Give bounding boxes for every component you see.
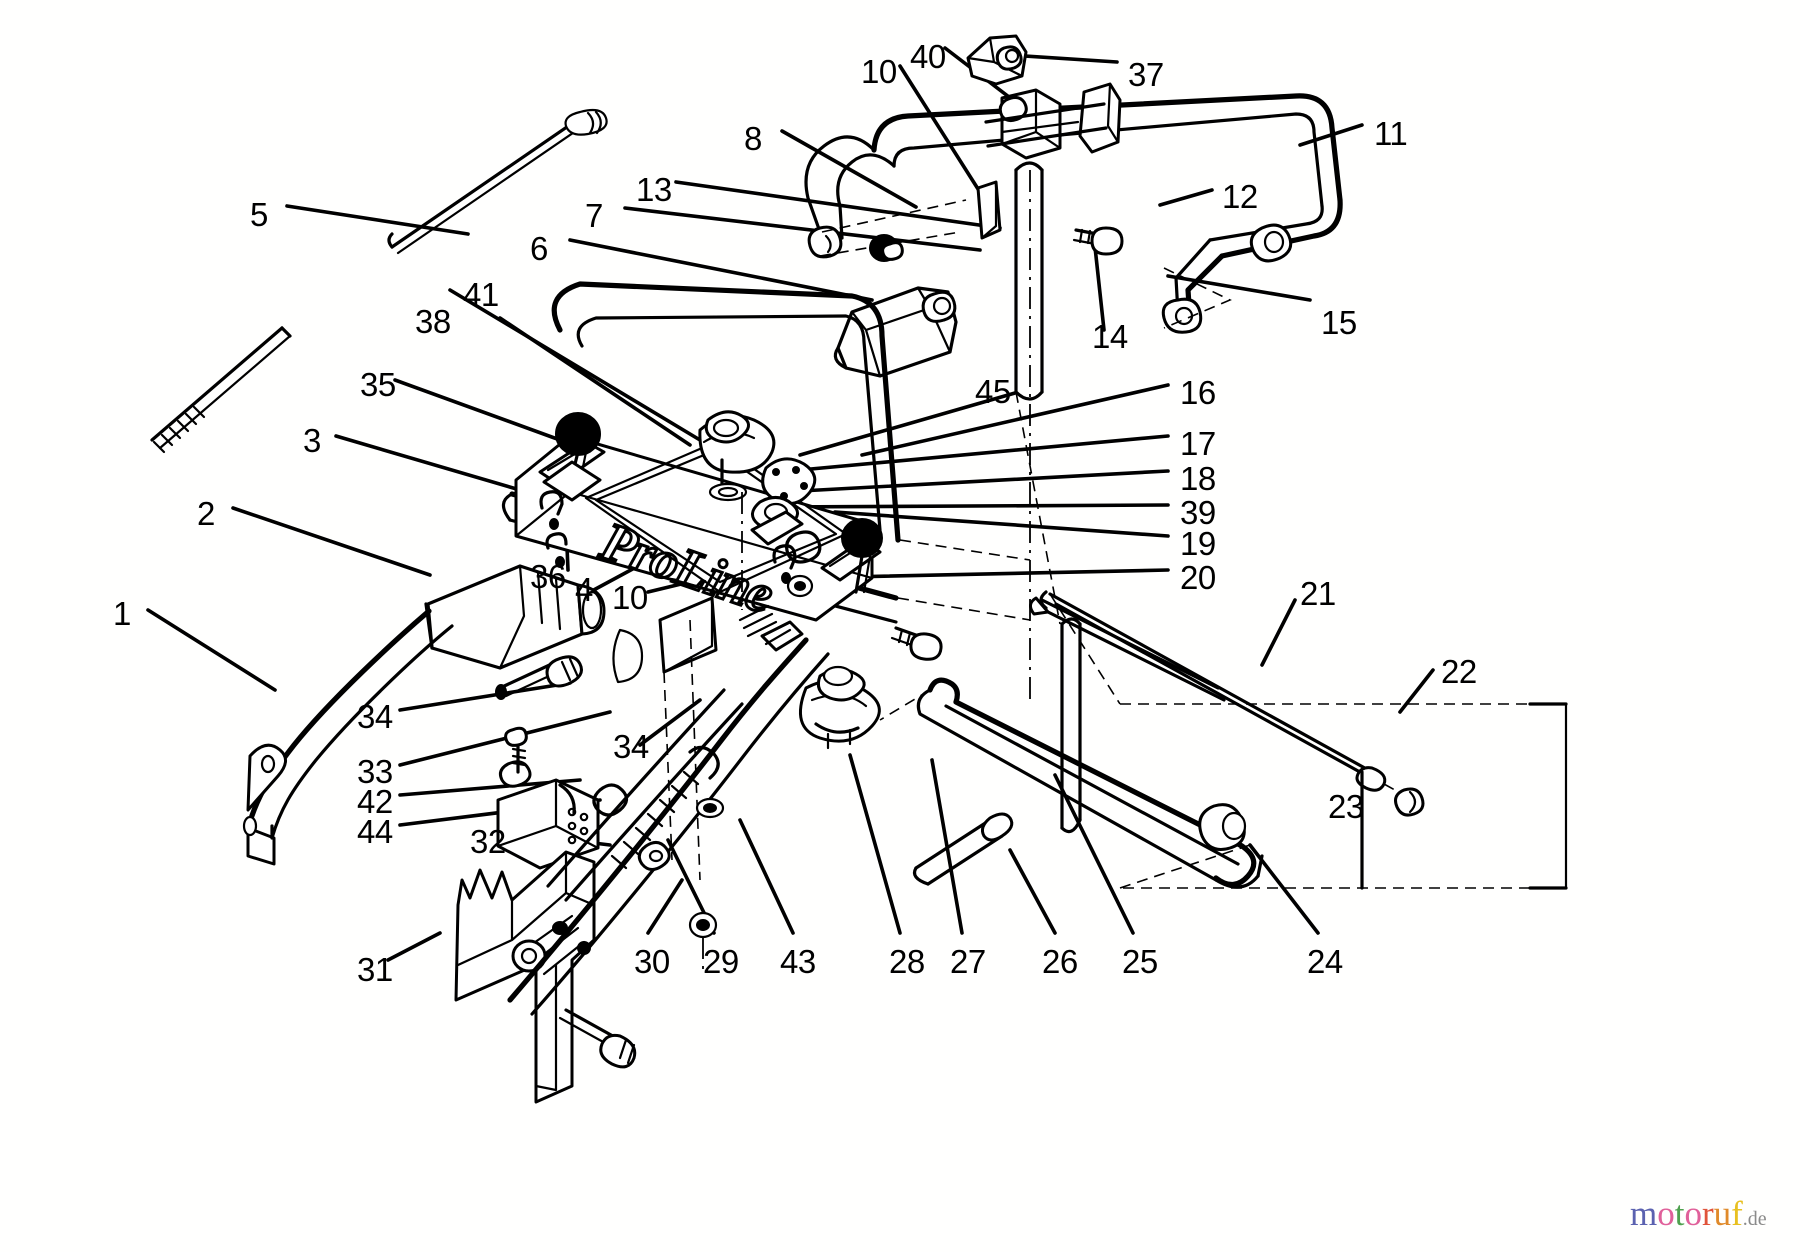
callout-34-left: 34	[357, 698, 393, 735]
part-33-bolt	[495, 655, 583, 700]
callout-32: 32	[470, 823, 506, 860]
callout-37: 37	[1128, 56, 1164, 93]
callout-10-top: 10	[861, 53, 897, 90]
part-6-7-channel-bracket	[833, 286, 958, 378]
callout-33: 33	[357, 753, 393, 790]
callout-7: 7	[585, 197, 603, 234]
callout-42: 42	[357, 783, 393, 820]
watermark-letter-1: o	[1657, 1194, 1675, 1233]
leader-lines	[146, 46, 1435, 962]
callout-14: 14	[1092, 318, 1128, 355]
callout-36: 36	[530, 558, 566, 595]
callout-25: 25	[1122, 943, 1158, 980]
part-43-ribbed-tube	[546, 688, 744, 902]
callout-17: 17	[1180, 425, 1216, 462]
callout-28: 28	[889, 943, 925, 980]
part-24-25-bail-handle	[916, 677, 1264, 889]
part-26-curved-tube	[912, 812, 1014, 886]
callout-21: 21	[1300, 575, 1336, 612]
callout-20: 20	[1180, 559, 1216, 596]
watermark-letter-4: r	[1701, 1194, 1714, 1233]
callout-35: 35	[360, 366, 396, 403]
part-5-rod	[387, 108, 608, 255]
callout-15: 15	[1321, 304, 1357, 341]
part-19-vertical-rod	[1060, 617, 1082, 834]
part-11-12-15-upper-bail	[871, 93, 1343, 334]
callout-43: 43	[780, 943, 816, 980]
part-34-35-handle-grip	[424, 564, 644, 684]
callout-18: 18	[1180, 460, 1216, 497]
part-39-10-bolt	[786, 574, 943, 661]
part-30-bolt	[558, 1008, 637, 1069]
part-31-32-mount-bracket	[454, 850, 596, 1104]
callout-40: 40	[910, 38, 946, 75]
callout-45: 45	[975, 373, 1011, 410]
callout-6: 6	[530, 230, 548, 267]
watermark-letter-0: m	[1630, 1194, 1658, 1233]
callout-16: 16	[1180, 374, 1216, 411]
callout-26: 26	[1042, 943, 1078, 980]
callout-34-mid: 34	[613, 728, 649, 765]
callout-23: 23	[1328, 788, 1364, 825]
callout-30: 30	[634, 943, 670, 980]
callout-31: 31	[357, 951, 393, 988]
watermark-letter-2: t	[1674, 1194, 1685, 1233]
watermark-letter-6: f	[1731, 1194, 1743, 1233]
callout-38: 38	[415, 303, 451, 340]
part-13-clip	[976, 180, 1002, 240]
part-27-28-knob-assembly	[798, 665, 881, 750]
callout-13: 13	[636, 171, 672, 208]
watermark-letter-3: o	[1684, 1194, 1702, 1233]
small-hardware-parts	[592, 596, 804, 970]
part-29-lower-tube	[507, 637, 830, 1016]
motoruf-watermark: motoruf.de	[1630, 1196, 1767, 1231]
part-20-long-tube	[1029, 596, 1226, 702]
callout-24: 24	[1307, 943, 1343, 980]
part-12-clamp	[984, 82, 1122, 160]
callout-44: 44	[357, 813, 393, 850]
part-45-16-17-18-cover	[698, 410, 822, 610]
part-1-2-left-handle	[242, 608, 454, 866]
callout-1: 1	[113, 595, 131, 632]
callout-10-mid: 10	[612, 579, 648, 616]
watermark-suffix: .de	[1742, 1208, 1767, 1230]
part-3-threaded-rod	[150, 326, 292, 454]
callout-3: 3	[303, 422, 321, 459]
callout-39: 39	[1180, 494, 1216, 531]
callout-2: 2	[197, 495, 215, 532]
part-23-bracket-outline	[1120, 702, 1568, 890]
callout-12: 12	[1222, 178, 1258, 215]
callout-11: 11	[1374, 115, 1408, 152]
phantom-construction-lines	[663, 199, 1251, 889]
watermark-letter-5: u	[1713, 1194, 1732, 1233]
callout-4: 4	[575, 571, 593, 608]
part-37-40-latch	[966, 34, 1028, 86]
part-42-44-switch-block	[496, 726, 600, 870]
part-14-bolt	[1072, 226, 1124, 256]
callout-29: 29	[703, 943, 739, 980]
part-14-vertical-post	[1014, 161, 1044, 700]
callout-22: 22	[1441, 653, 1477, 690]
callout-8: 8	[744, 120, 762, 157]
callout-5: 5	[250, 196, 268, 233]
callout-27: 27	[950, 943, 986, 980]
callout-19: 19	[1180, 525, 1216, 562]
part-8-10-small-bail	[804, 135, 904, 262]
part-35-41-lever-knobs	[542, 412, 883, 594]
callout-41: 41	[463, 276, 499, 313]
